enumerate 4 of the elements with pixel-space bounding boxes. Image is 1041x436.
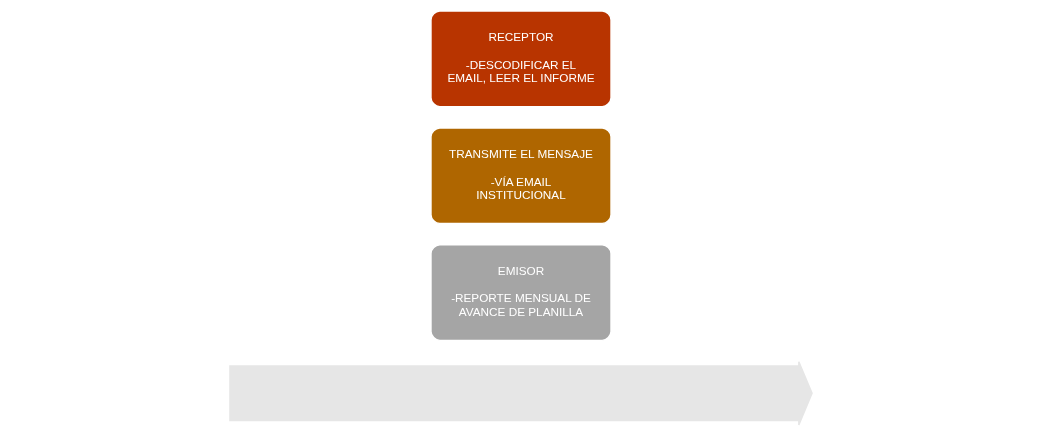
node-box: TRANSMITE EL MENSAJE -VÍA EMAIL INSTITUCIONAL [429,127,612,225]
node-arrow [228,360,813,426]
node-box: EMISOR -REPORTE MENSUAL DE AVANCE DE PLANILLA [429,244,612,342]
node-box: RECEPTOR -DESCODIFICAR EL EMAIL, LEER EL INFORME [429,10,612,108]
